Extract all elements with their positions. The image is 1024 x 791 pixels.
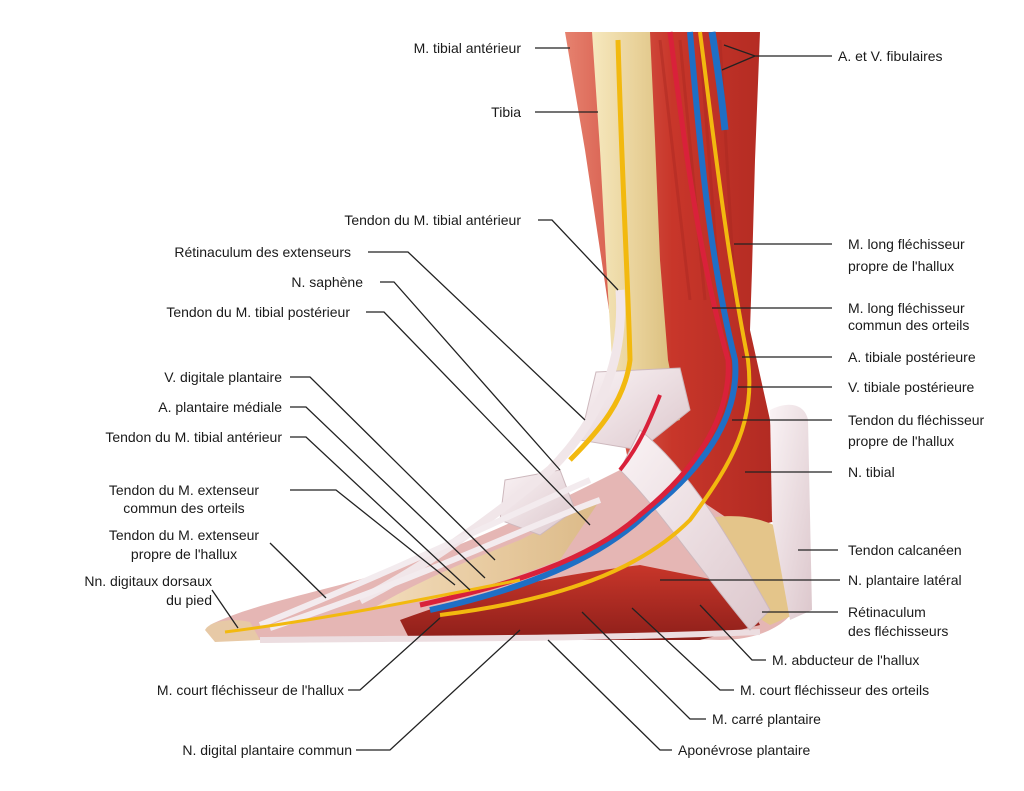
leader-digital-plantaire bbox=[356, 629, 521, 751]
label-long-flech-hallux-line2: propre de l'hallux bbox=[848, 258, 955, 274]
label-n-digital-plantaire: N. digital plantaire commun bbox=[182, 742, 352, 758]
medial-plantar-vessels bbox=[618, 394, 662, 472]
leader-tendon-tibial-ant-2 bbox=[290, 436, 471, 591]
label-long-flech-commun-line1: M. long fléchisseur bbox=[848, 300, 965, 316]
sole-muscle bbox=[400, 565, 760, 640]
label-nn-digitaux-line1: Nn. digitaux dorsaux bbox=[84, 573, 212, 589]
label-ext-commun-line2: commun des orteils bbox=[123, 500, 245, 516]
dorsal-digital-nerve bbox=[224, 578, 521, 634]
label-n-plantaire-lateral: N. plantaire latéral bbox=[848, 572, 962, 588]
label-abducteur-hallux: M. abducteur de l'hallux bbox=[772, 652, 920, 668]
tibia-shaft bbox=[592, 32, 680, 440]
label-retinaculum-flech-line1: Rétinaculum bbox=[848, 604, 926, 620]
artery-path bbox=[419, 31, 731, 608]
tibial-nerve bbox=[439, 31, 752, 617]
label-ext-commun-line1: Tendon du M. extenseur bbox=[108, 482, 260, 498]
leader-ext-commun bbox=[290, 489, 456, 586]
label-ext-propre-line1: Tendon du M. extenseur bbox=[108, 527, 260, 543]
saphenous-nerve bbox=[568, 39, 633, 462]
label-v-tibiale-posterieure: V. tibiale postérieure bbox=[848, 379, 975, 395]
vein-path bbox=[429, 31, 739, 613]
label-tibia: Tibia bbox=[491, 104, 521, 120]
label-fibulaires: A. et V. fibulaires bbox=[838, 48, 943, 64]
label-long-flech-commun-line2: commun des orteils bbox=[848, 317, 970, 333]
leader-abducteur bbox=[699, 604, 766, 661]
label-tendon-flech-line1: Tendon du fléchisseur bbox=[848, 412, 985, 428]
neurovascular bbox=[224, 31, 752, 634]
label-tendon-tibial-posterieur: Tendon du M. tibial postérieur bbox=[166, 304, 350, 320]
muscle-fibers bbox=[658, 39, 737, 301]
label-court-flechisseur-hallux: M. court fléchisseur de l'hallux bbox=[156, 682, 344, 698]
leader-retinaculum-ext bbox=[368, 251, 586, 421]
label-tendon-flech-line2: propre de l'hallux bbox=[848, 433, 955, 449]
label-v-digitale-plantaire: V. digitale plantaire bbox=[164, 369, 282, 385]
extensor-tendons bbox=[258, 477, 602, 631]
label-carre-plantaire: M. carré plantaire bbox=[712, 711, 821, 727]
aponeurosis bbox=[259, 629, 761, 643]
label-a-plantaire-mediale: A. plantaire médiale bbox=[158, 399, 282, 415]
achilles-tendon bbox=[770, 404, 812, 620]
leader-court-flech-hallux bbox=[348, 617, 441, 691]
leader-lines bbox=[211, 44, 840, 751]
tibial-anterior-tendon bbox=[357, 289, 626, 605]
label-retinaculum-extenseurs: Rétinaculum des extenseurs bbox=[174, 244, 351, 260]
label-retinaculum-flech-line2: des fléchisseurs bbox=[848, 623, 949, 639]
label-court-flech-orteils: M. court fléchisseur des orteils bbox=[740, 682, 930, 698]
leader-saphene bbox=[380, 281, 561, 471]
label-aponevrose-plantaire: Aponévrose plantaire bbox=[678, 742, 811, 758]
label-tendon-calcaneen: Tendon calcanéen bbox=[848, 542, 962, 558]
label-ext-propre-line2: propre de l'hallux bbox=[130, 546, 238, 562]
label-n-tibial: N. tibial bbox=[848, 464, 895, 480]
label-long-flech-hallux-line1: M. long fléchisseur bbox=[848, 236, 965, 252]
leader-tendon-tibial-post bbox=[366, 311, 591, 526]
leader-a-plantaire-med bbox=[290, 406, 486, 579]
label-nn-digitaux-line2: du pied bbox=[166, 592, 212, 608]
leader-fibulaires bbox=[721, 44, 832, 71]
leader-nn-digitaux bbox=[211, 589, 239, 629]
label-tendon-tibial-anterieur-2: Tendon du M. tibial antérieur bbox=[105, 429, 282, 445]
label-n-saphene: N. saphène bbox=[291, 274, 363, 290]
leader-court-flech-orteils bbox=[631, 607, 734, 691]
leader-v-digitale bbox=[290, 376, 496, 561]
leader-aponevrose bbox=[547, 639, 672, 751]
leader-ext-propre bbox=[269, 542, 327, 599]
leader-tendon-tibial-ant-1 bbox=[538, 219, 619, 291]
leader-carre-plantaire bbox=[581, 611, 706, 720]
fibular-vessels bbox=[708, 31, 729, 131]
label-a-tibiale-posterieure: A. tibiale postérieure bbox=[848, 349, 976, 365]
label-tibial-anterieur: M. tibial antérieur bbox=[413, 40, 521, 56]
foot-bones bbox=[370, 500, 600, 610]
label-tendon-tibial-anterieur-1: Tendon du M. tibial antérieur bbox=[344, 212, 521, 228]
